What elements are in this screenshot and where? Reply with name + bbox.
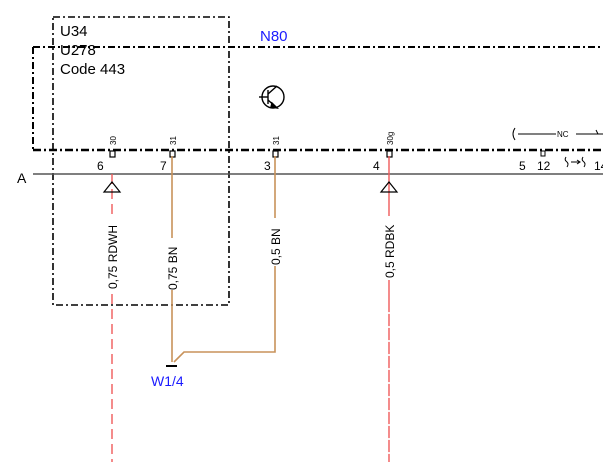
pin-12: 12 [537,150,551,173]
pin-number: 5 [519,159,526,173]
pin-number: 4 [373,159,380,173]
pin-4: 30g 4 [373,132,395,173]
nc-label: NC [557,130,569,139]
pin-6: 30 6 [97,136,118,173]
pin-terminal: 30g [386,132,395,145]
connector-name: A [17,170,27,186]
pin-14: 14 [594,159,603,173]
pin-number: 14 [594,159,603,173]
module-name: N80 [260,28,288,45]
pin-number: 7 [160,159,167,173]
component-label-2: U278 [60,42,96,59]
wire-bn-075-label: 0,75 BN [166,247,180,290]
wire-rdwh-arrow [102,181,122,193]
ground-label: W1/4 [151,373,184,389]
component-label-3: Code 443 [60,61,125,78]
nc-marker: NC [512,127,603,141]
wire-rdbk-label: 0,5 RDBK [383,225,397,278]
component-label-1: U34 [60,23,88,40]
switch-icon [564,156,586,168]
transistor-icon [259,85,285,110]
wire-rdbk-arrow [379,181,399,193]
pin-number: 12 [537,159,551,173]
wire-bn-05 [173,156,276,363]
pin-7: 31 7 [160,136,178,173]
pin-5: 5 [519,159,526,173]
pin-number: 3 [264,159,271,173]
pin-number: 6 [97,159,104,173]
pin-terminal: 30 [109,136,118,145]
wire-bn-05-label: 0,5 BN [269,228,283,265]
component-box [52,16,230,306]
pin-terminal: 31 [272,136,281,145]
wire-rdwh-label: 0,75 RDWH [106,225,120,289]
pin-3: 31 3 [264,136,281,173]
pin-terminal: 31 [169,136,178,145]
